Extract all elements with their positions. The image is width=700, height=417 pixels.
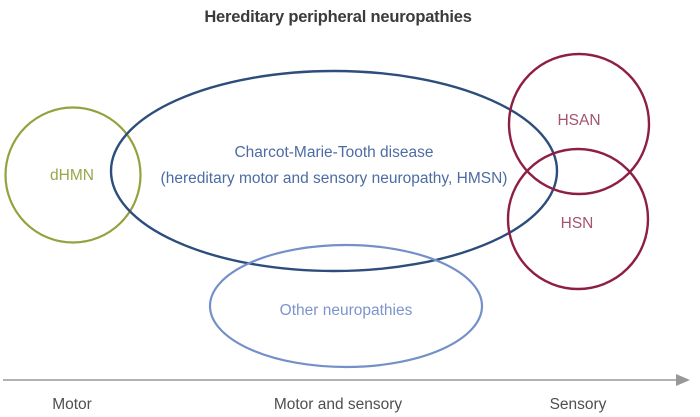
axis-label-sensory: Sensory	[550, 396, 607, 413]
axis-label-motor-and-sensory: Motor and sensory	[274, 396, 403, 413]
cmt-label-line1: Charcot-Marie-Tooth disease	[234, 144, 433, 161]
cmt-label-line2: (hereditary motor and sensory neuropathy…	[161, 170, 508, 187]
figure-title: Hereditary peripheral neuropathies	[204, 8, 471, 26]
hsan-circle	[507, 52, 651, 196]
cmt-ellipse	[109, 69, 559, 273]
axis-arrowhead-right-icon	[676, 374, 690, 386]
axis-label-motor: Motor	[52, 396, 92, 413]
hsan-label: HSAN	[557, 112, 600, 129]
hsn-circle	[506, 147, 650, 291]
dhmn-label: dHMN	[50, 167, 94, 184]
other-neuropathies-ellipse	[208, 243, 484, 369]
hsn-label: HSN	[561, 215, 594, 232]
dhmn-circle	[4, 106, 142, 244]
other-neuropathies-label: Other neuropathies	[280, 302, 413, 319]
